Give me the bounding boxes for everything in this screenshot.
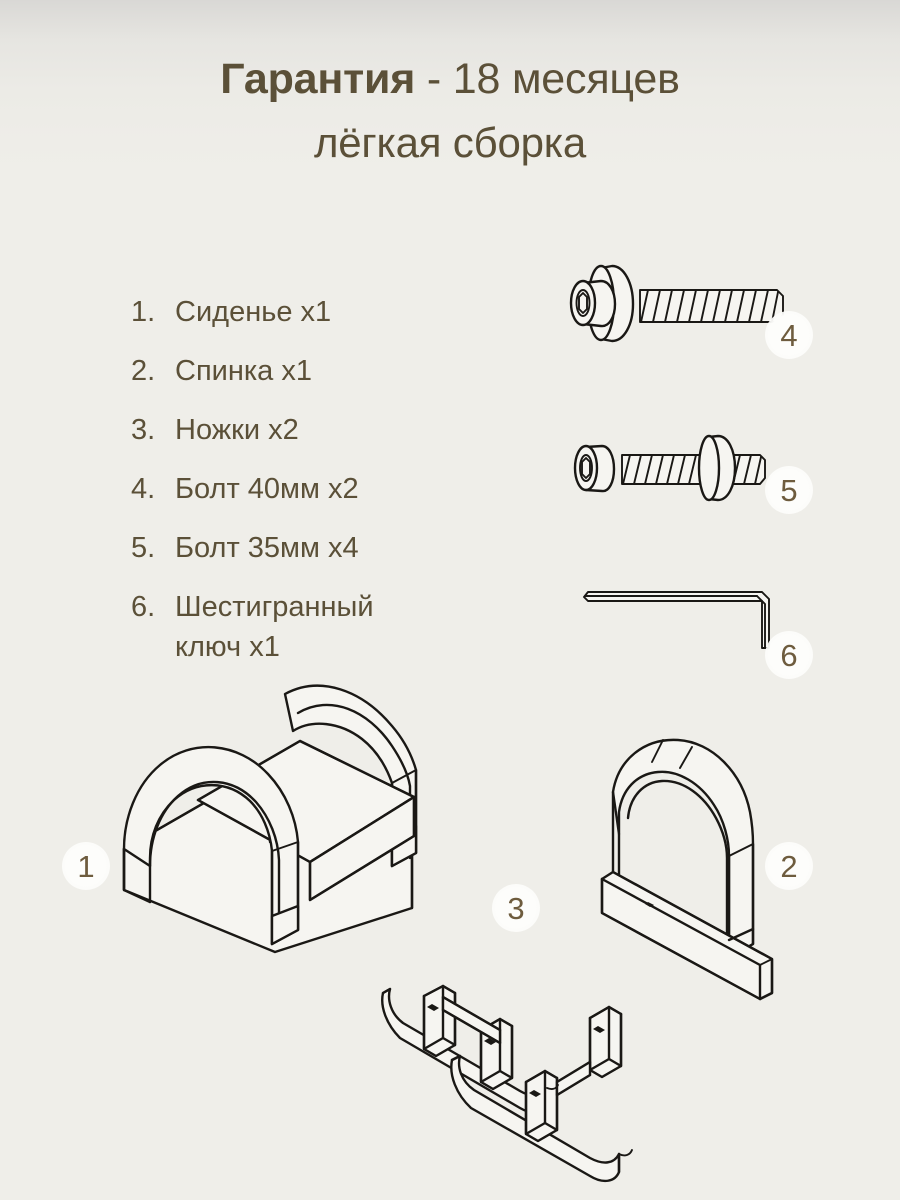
list-item-number: 6. — [131, 591, 156, 624]
page-title-strong: Гарантия — [220, 55, 416, 103]
list-item-label: Болт 40мм x2 — [175, 473, 359, 506]
list-item-label: Болт 35мм x4 — [175, 532, 359, 565]
list-item-number: 1. — [131, 296, 156, 328]
bolt-40mm-illustration — [569, 264, 784, 343]
list-item: 1. Сиденье x1 — [131, 292, 461, 332]
list-item-label: Спинка x1 — [175, 355, 312, 388]
list-item-label: Шестигранный ключ x1 — [175, 591, 374, 664]
page-subtitle: лёгкая сборка — [313, 119, 587, 166]
list-item: 3. Ножки x2 — [131, 410, 461, 450]
legs-illustration — [381, 984, 633, 1183]
list-item: 4. Болт 40мм x2 — [131, 469, 461, 509]
list-item: 2. Спинка x1 — [131, 351, 461, 391]
list-item-label: Сиденье x1 — [175, 296, 332, 328]
list-item: 5. Болт 35мм x4 — [131, 528, 461, 568]
badge-bolt-35mm: 5 — [765, 466, 813, 514]
page-title-rest: - 18 месяцев — [415, 55, 680, 103]
list-item-number: 5. — [131, 532, 156, 565]
badge-hex-key: 6 — [765, 631, 813, 679]
badge-backrest: 2 — [765, 842, 813, 890]
list-item-number: 3. — [131, 414, 156, 447]
parts-list: 1. Сиденье x1 2. Спинка x1 3. Ножки x2 4… — [131, 292, 461, 686]
badge-seat: 1 — [62, 842, 110, 890]
hex-key-illustration — [583, 591, 770, 649]
backrest-illustration — [600, 738, 774, 1001]
list-item: 6. Шестигранный ключ x1 — [131, 587, 461, 667]
page-header: Гарантия - 18 месяцев лёгкая сборка — [0, 58, 900, 164]
page-title: Гарантия - 18 месяцев — [0, 58, 900, 101]
list-item-label: Ножки x2 — [175, 414, 299, 447]
list-item-number: 2. — [131, 355, 156, 388]
bolt-35mm-illustration — [573, 434, 766, 502]
seat-illustration — [122, 684, 418, 954]
list-item-number: 4. — [131, 473, 156, 506]
badge-legs: 3 — [492, 884, 540, 932]
badge-bolt-40mm: 4 — [765, 311, 813, 359]
